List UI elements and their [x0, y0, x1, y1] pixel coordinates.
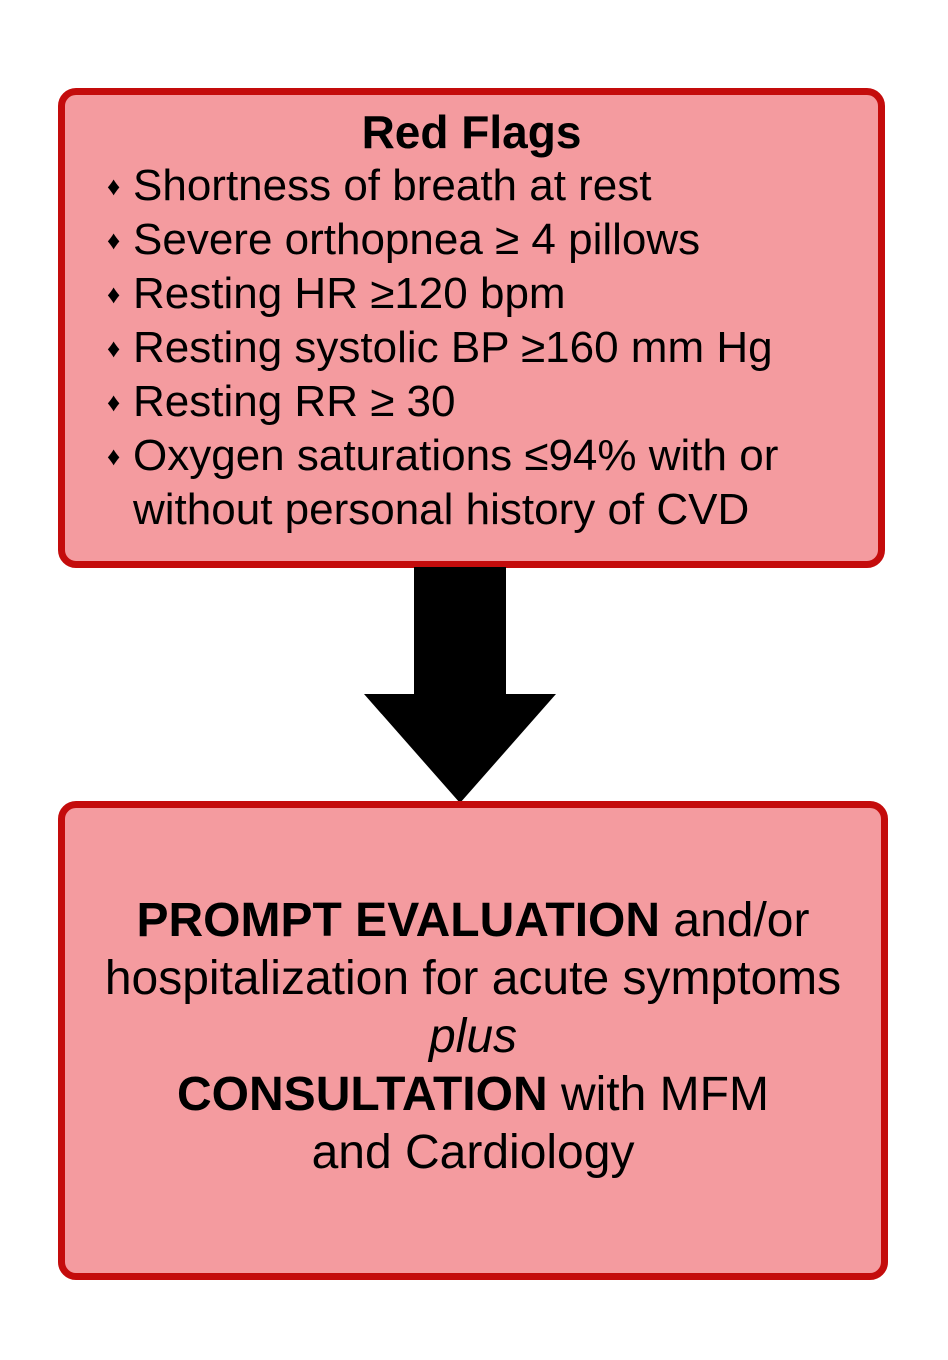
action-line-1-rest: and/or: [660, 894, 810, 947]
list-item-text: Resting RR ≥ 30: [133, 377, 456, 426]
list-item-text: Severe orthopnea ≥ 4 pillows: [133, 215, 701, 264]
list-item-text: Oxygen saturations ≤94% with or without …: [133, 431, 779, 534]
diamond-bullet-icon: ♦: [107, 441, 121, 471]
action-line-1: PROMPT EVALUATION and/or: [75, 892, 871, 950]
list-item: ♦ Resting HR ≥120 bpm: [107, 267, 864, 321]
action-box: PROMPT EVALUATION and/or hospitalization…: [58, 801, 888, 1280]
action-line-4: CONSULTATION with MFM: [75, 1066, 871, 1124]
list-item: ♦ Resting systolic BP ≥160 mm Hg: [107, 321, 864, 375]
action-line-5: and Cardiology: [311, 1126, 635, 1179]
red-flags-box: Red Flags ♦ Shortness of breath at rest …: [58, 88, 885, 568]
action-line-1-bold: PROMPT EVALUATION: [136, 894, 661, 947]
red-flags-title: Red Flags: [361, 106, 582, 158]
action-line-3: plus: [428, 1010, 518, 1063]
list-item-text: Resting systolic BP ≥160 mm Hg: [133, 323, 773, 372]
list-item: ♦ Resting RR ≥ 30: [107, 375, 864, 429]
diamond-bullet-icon: ♦: [107, 387, 121, 417]
action-line-4-rest: with MFM: [547, 1068, 769, 1121]
list-item-text: Resting HR ≥120 bpm: [133, 269, 566, 318]
diamond-bullet-icon: ♦: [107, 171, 121, 201]
action-line-4-bold: CONSULTATION: [177, 1068, 548, 1121]
list-item: ♦ Oxygen saturations ≤94% with or withou…: [107, 429, 864, 537]
list-item-text: Shortness of breath at rest: [133, 161, 652, 210]
down-arrow-shape: [364, 567, 556, 803]
diamond-bullet-icon: ♦: [107, 225, 121, 255]
down-arrow-icon: [364, 567, 556, 803]
diamond-bullet-icon: ♦: [107, 333, 121, 363]
list-item: ♦ Shortness of breath at rest: [107, 159, 864, 213]
red-flags-list: ♦ Shortness of breath at rest ♦ Severe o…: [79, 159, 864, 537]
action-line-2: hospitalization for acute symptoms: [104, 952, 842, 1005]
list-item: ♦ Severe orthopnea ≥ 4 pillows: [107, 213, 864, 267]
diamond-bullet-icon: ♦: [107, 279, 121, 309]
